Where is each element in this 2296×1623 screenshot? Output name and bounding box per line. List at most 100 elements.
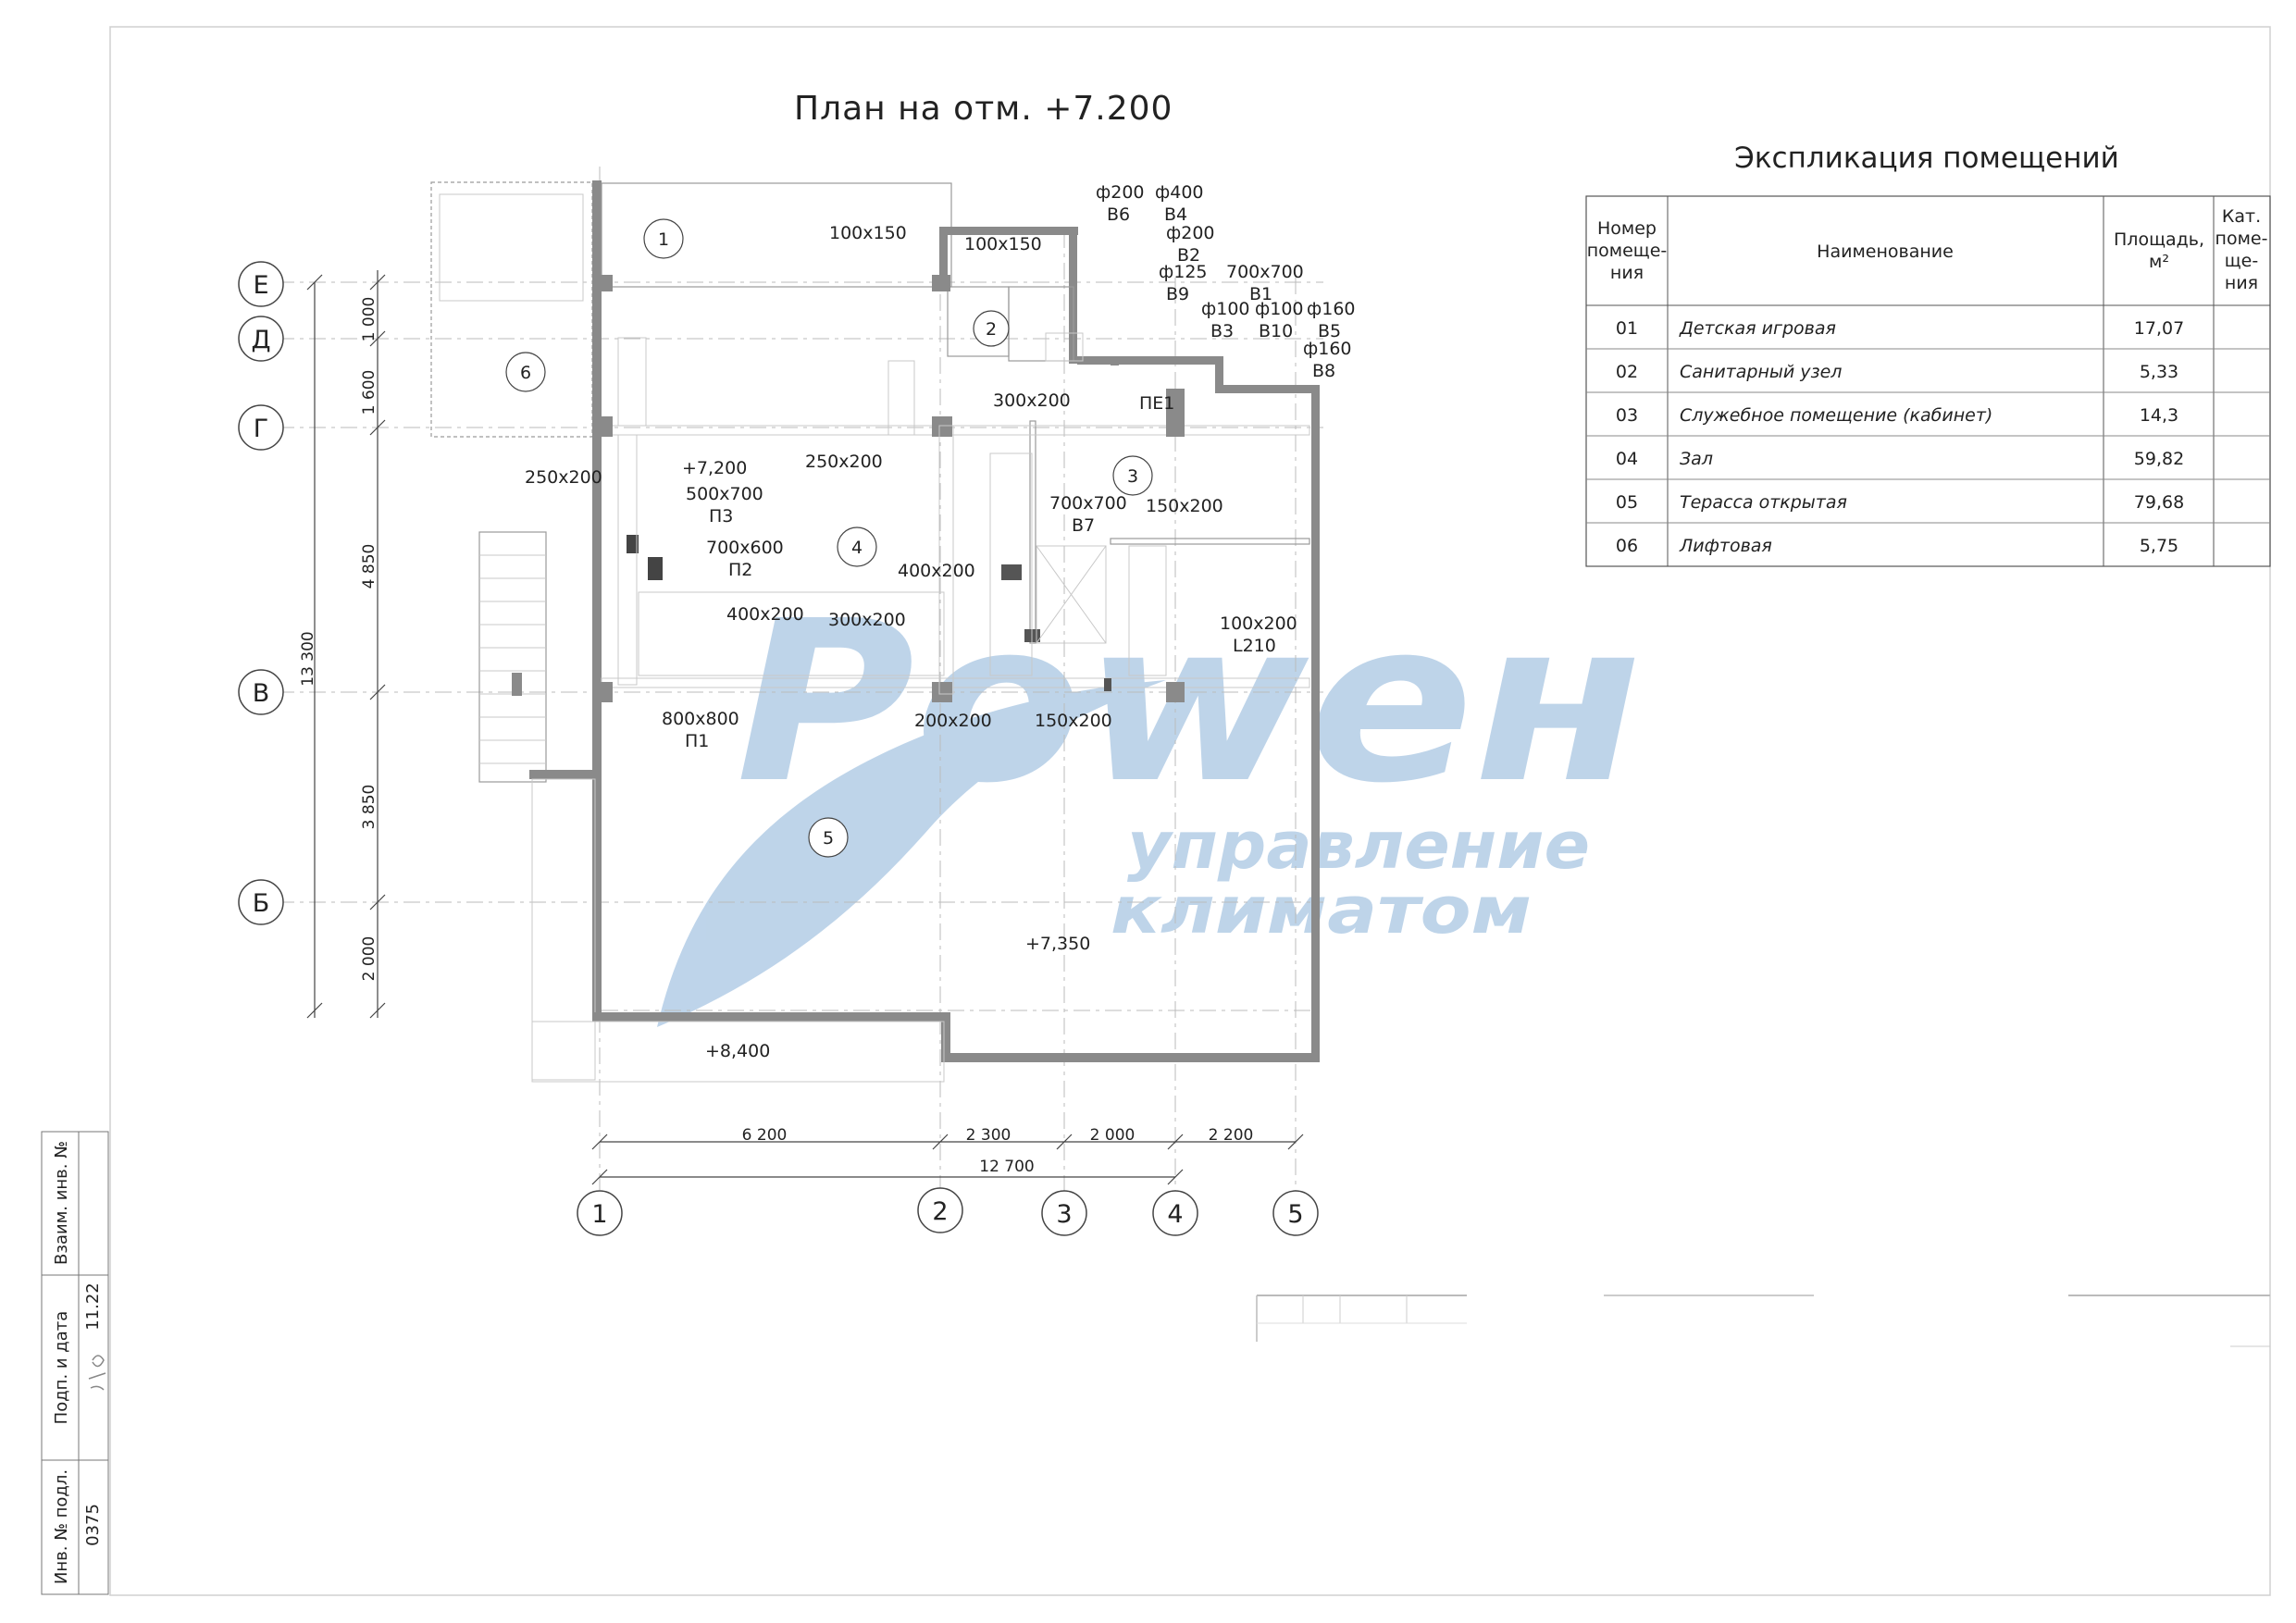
duct-label: 150x200 bbox=[1035, 711, 1112, 731]
watermark-tagline-2: климатом bbox=[1111, 873, 1532, 948]
svg-text:17,07: 17,07 bbox=[2134, 318, 2184, 339]
svg-text:1: 1 bbox=[591, 1200, 607, 1229]
svg-text:5: 5 bbox=[823, 828, 834, 849]
svg-text:2: 2 bbox=[932, 1197, 948, 1226]
svg-text:5,75: 5,75 bbox=[2140, 536, 2178, 556]
dim-vertical-3: 4 850 bbox=[360, 544, 379, 589]
duct-label: ПЕ1 bbox=[1139, 393, 1174, 414]
level-mark: +7,350 bbox=[1025, 934, 1090, 954]
svg-text:Д: Д bbox=[251, 326, 270, 354]
svg-text:02: 02 bbox=[1616, 362, 1638, 382]
svg-text:Г: Г bbox=[254, 415, 268, 443]
table-row: 06 Лифтовая 5,75 bbox=[1616, 536, 2178, 556]
watermark-swoosh bbox=[657, 680, 1166, 1027]
room-tag-5: 5 bbox=[808, 817, 849, 858]
dim-horizontal-2: 2 300 bbox=[966, 1126, 1011, 1145]
svg-text:03: 03 bbox=[1616, 405, 1638, 426]
duct-label: В8 bbox=[1312, 361, 1335, 381]
explication-title: Экспликация помещений bbox=[1734, 142, 2119, 175]
duct-label: В5 bbox=[1318, 321, 1341, 341]
svg-text:14,3: 14,3 bbox=[2140, 405, 2178, 426]
stamp-value-date: 11.22 bbox=[83, 1282, 103, 1331]
side-stamp bbox=[41, 1131, 109, 1595]
duct-label: 100x150 bbox=[829, 223, 907, 243]
drawing-title: План на отм. +7.200 bbox=[794, 90, 1173, 128]
duct-label: В4 bbox=[1164, 204, 1187, 225]
dim-vertical-1: 1 000 bbox=[360, 297, 379, 342]
signature-mark bbox=[88, 1355, 106, 1391]
svg-text:5,33: 5,33 bbox=[2140, 362, 2178, 382]
svg-text:Служебное помещение (кабинет): Служебное помещение (кабинет) bbox=[1680, 405, 1992, 426]
sheet-frame bbox=[109, 26, 2271, 1596]
svg-text:04: 04 bbox=[1616, 449, 1638, 469]
svg-text:Детская игровая: Детская игровая bbox=[1679, 318, 1836, 339]
duct-label: ф100 bbox=[1201, 299, 1250, 319]
duct-label: 100x200 bbox=[1220, 613, 1297, 634]
watermark-tagline-1: управление bbox=[1127, 808, 1590, 884]
dim-horizontal-total: 12 700 bbox=[979, 1158, 1034, 1176]
duct-label: В3 bbox=[1210, 321, 1234, 341]
axis-bubble-3: 3 bbox=[1041, 1190, 1087, 1236]
header-area-line1: Площадь, bbox=[2114, 229, 2204, 250]
dim-horizontal-1: 6 200 bbox=[742, 1126, 788, 1145]
svg-text:Е: Е bbox=[253, 271, 268, 300]
duct-label: В2 bbox=[1177, 245, 1200, 266]
svg-text:Санитарный узел: Санитарный узел bbox=[1680, 362, 1842, 382]
watermark-logo-text: Роwен bbox=[736, 573, 1643, 832]
dim-vertical-5: 2 000 bbox=[360, 936, 379, 982]
level-mark: +8,400 bbox=[705, 1041, 770, 1061]
duct-label: ф125 bbox=[1159, 262, 1208, 282]
duct-label: 700x700 bbox=[1226, 262, 1304, 282]
dim-horizontal-4: 2 200 bbox=[1209, 1126, 1254, 1145]
room-tag-6: 6 bbox=[505, 352, 546, 392]
axis-bubble-1: 1 bbox=[577, 1190, 623, 1236]
duct-label: 200x200 bbox=[914, 711, 992, 731]
room-tag-2: 2 bbox=[973, 310, 1010, 347]
title-block bbox=[1256, 1295, 2270, 1347]
axis-bubble-4: 4 bbox=[1152, 1190, 1198, 1236]
dimension-left bbox=[306, 270, 386, 1019]
svg-text:5: 5 bbox=[1287, 1200, 1303, 1229]
header-cat-line1: Кат. bbox=[2222, 206, 2261, 227]
duct-label: ф160 bbox=[1307, 299, 1356, 319]
room-tag-4: 4 bbox=[837, 527, 877, 567]
duct-label: ф400 bbox=[1155, 182, 1204, 203]
axis-bubble-v: В bbox=[238, 669, 284, 715]
duct-label: 300x200 bbox=[828, 610, 906, 630]
header-name: Наименование bbox=[1817, 242, 1954, 262]
svg-text:59,82: 59,82 bbox=[2134, 449, 2184, 469]
svg-text:3: 3 bbox=[1056, 1200, 1072, 1229]
axis-bubble-2: 2 bbox=[917, 1187, 963, 1233]
duct-label: 300x200 bbox=[993, 390, 1071, 411]
svg-text:Зал: Зал bbox=[1680, 449, 1713, 469]
duct-label: 400x200 bbox=[898, 561, 975, 581]
dim-vertical-2: 1 600 bbox=[360, 370, 379, 415]
svg-text:Терасса открытая: Терасса открытая bbox=[1680, 492, 1847, 513]
axis-bubble-d: Д bbox=[238, 316, 284, 362]
stamp-field-inventory: Инв. № подл. bbox=[52, 1469, 71, 1584]
duct-label: 150x200 bbox=[1146, 496, 1223, 516]
duct-label: В6 bbox=[1107, 204, 1130, 225]
duct-label: 250x200 bbox=[525, 467, 602, 488]
table-row: 05 Терасса открытая 79,68 bbox=[1616, 492, 2184, 513]
table-row: 04 Зал 59,82 bbox=[1616, 449, 2184, 469]
axis-bubble-e: Е bbox=[238, 261, 284, 307]
level-mark: +7,200 bbox=[682, 458, 747, 478]
dim-vertical-4: 3 850 bbox=[360, 785, 379, 830]
stamp-value-inventory: 0375 bbox=[83, 1504, 103, 1546]
svg-text:3: 3 bbox=[1127, 466, 1138, 487]
duct-label: ф160 bbox=[1303, 339, 1352, 359]
unit-label: П1 bbox=[685, 731, 709, 751]
stamp-field-interchange: Взаим. инв. № bbox=[52, 1141, 71, 1265]
header-cat-line3: ще- bbox=[2225, 251, 2258, 271]
svg-text:2: 2 bbox=[986, 319, 997, 340]
stamp-field-signature: Подп. и дата bbox=[52, 1311, 71, 1425]
duct-label: ф200 bbox=[1096, 182, 1145, 203]
duct-label: 100x150 bbox=[964, 234, 1042, 254]
duct-label: В9 bbox=[1166, 284, 1189, 304]
duct-label: 700x700 bbox=[1049, 493, 1127, 514]
plan-annotations: 100x150 100x150 ф200 В6 ф400 В4 ф200 В2 … bbox=[525, 182, 1356, 1061]
table-row: 03 Служебное помещение (кабинет) 14,3 bbox=[1616, 405, 2178, 426]
axis-bubble-b: Б bbox=[238, 879, 284, 925]
unit-label: В7 bbox=[1072, 515, 1095, 536]
